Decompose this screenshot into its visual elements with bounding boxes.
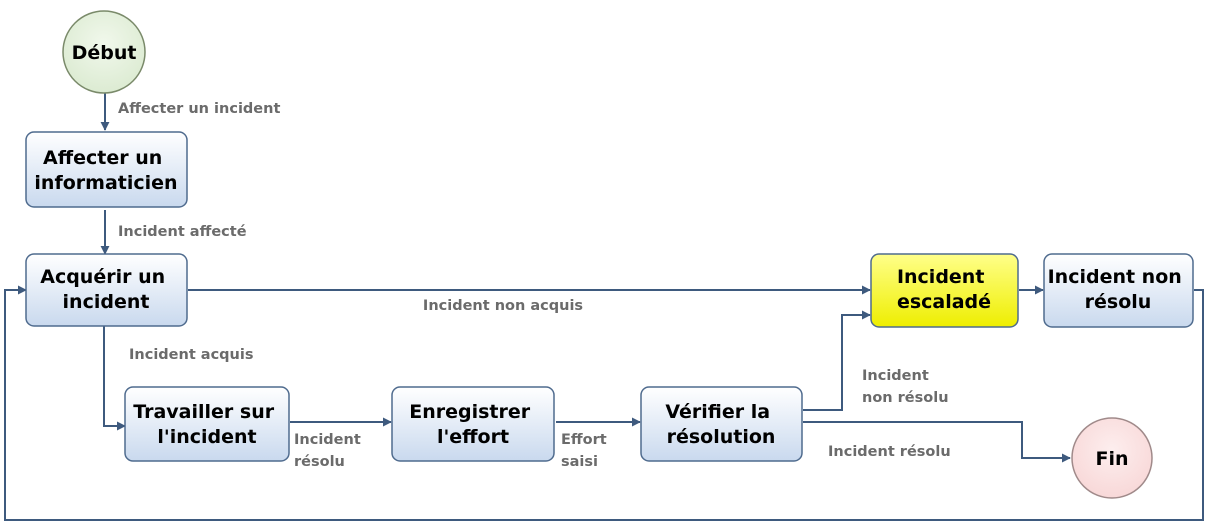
incident-unresolved-box: Incident non résolu <box>1043 253 1194 328</box>
assign-technician-label: Affecter un informaticien <box>34 147 177 194</box>
end-node: Fin <box>1071 417 1153 499</box>
acquire-incident-label: Acquérir un incident <box>40 266 172 313</box>
verify-resolution-box: Vérifier la résolution <box>640 386 803 462</box>
record-effort-label: Enregistrer l'effort <box>409 401 537 448</box>
edge-verify-to-end <box>803 421 1071 463</box>
edge-label-incident-acquired: Incident acquis <box>129 347 253 363</box>
edge-unresolved-loop-back <box>4 285 1204 521</box>
edge-label-work-resolved: Incident résolu <box>294 432 366 470</box>
record-effort-box: Enregistrer l'effort <box>391 386 555 462</box>
start-node: Début <box>62 10 146 94</box>
acquire-incident-box: Acquérir un incident <box>25 253 188 327</box>
edge-label-verify-not-resolved: Incident non résolu <box>862 368 949 406</box>
verify-resolution-label: Vérifier la résolution <box>665 401 776 448</box>
edge-acquire-to-work <box>103 325 126 431</box>
incident-escalated-box: Incident escaladé <box>870 253 1019 328</box>
start-label: Début <box>72 42 137 64</box>
assign-technician-box: Affecter un informaticien <box>25 131 188 208</box>
incident-unresolved-label: Incident non résolu <box>1048 266 1189 313</box>
edge-label-incident-assigned: Incident affecté <box>118 224 247 240</box>
incident-escalated-label: Incident escaladé <box>897 266 991 313</box>
end-label: Fin <box>1095 448 1128 470</box>
work-on-incident-label: Travailler sur l'incident <box>133 401 281 448</box>
edge-label-effort-entered: Effort saisi <box>561 432 612 470</box>
work-on-incident-box: Travailler sur l'incident <box>124 386 290 462</box>
edge-label-verify-resolved: Incident résolu <box>828 444 951 460</box>
edge-verify-to-escalated <box>803 310 871 411</box>
connectors <box>4 91 1204 521</box>
edge-label-assign-incident: Affecter un incident <box>118 101 280 117</box>
edge-label-incident-not-acquired: Incident non acquis <box>423 298 583 314</box>
